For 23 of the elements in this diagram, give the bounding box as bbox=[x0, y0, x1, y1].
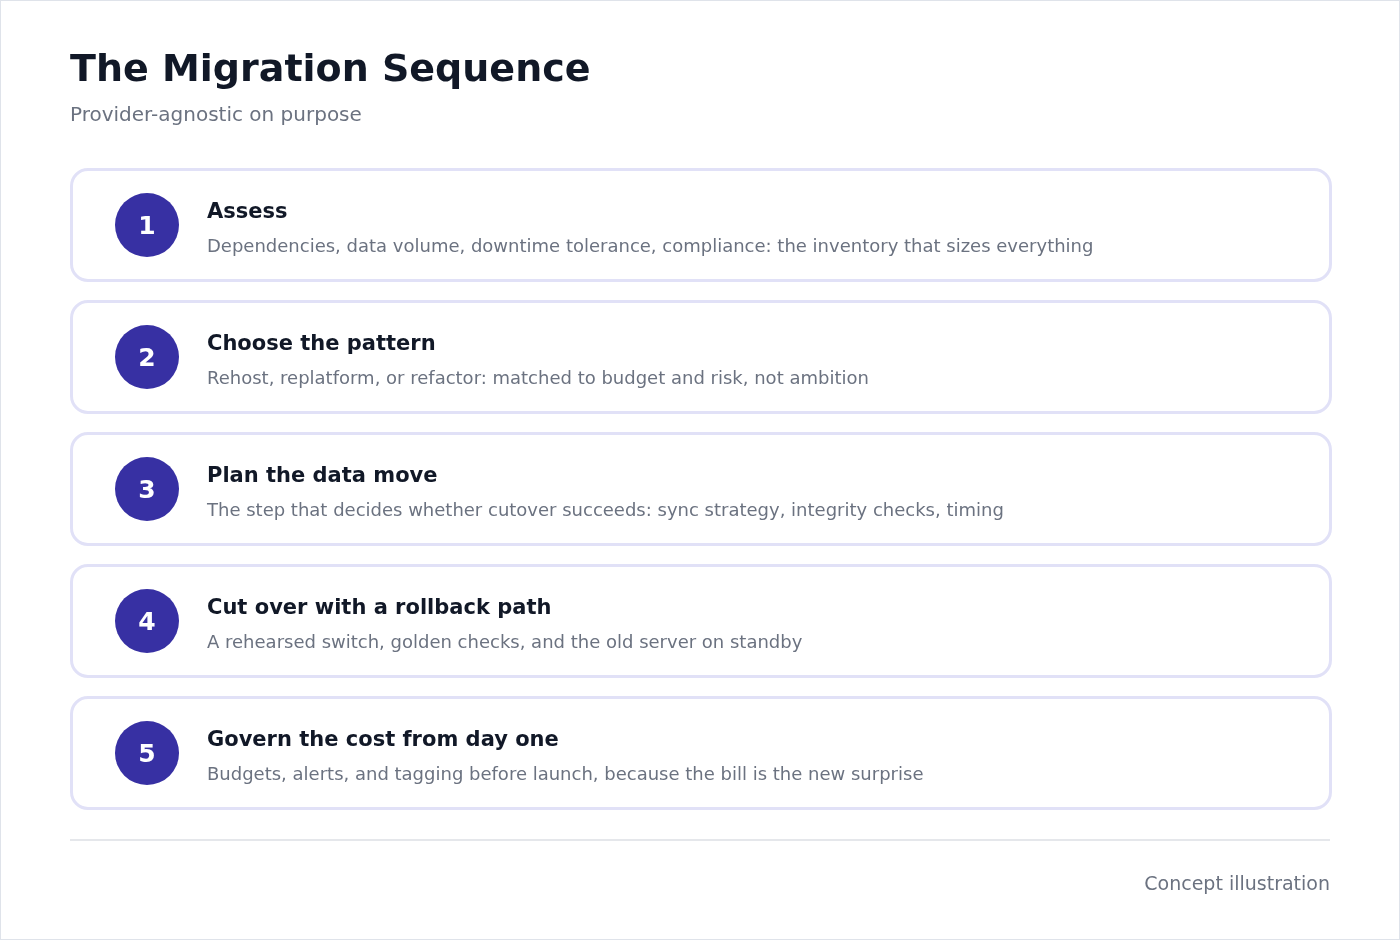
step-title: Choose the pattern bbox=[207, 331, 436, 355]
step-description: Budgets, alerts, and tagging before launch, because the bill is the new surprise bbox=[207, 763, 924, 784]
step-number-circle: 2 bbox=[115, 325, 179, 389]
step-card bbox=[70, 432, 1332, 546]
diagram-title: The Migration Sequence bbox=[70, 46, 591, 90]
step-description: Dependencies, data volume, downtime tolerance, compliance: the inventory that sizes everything bbox=[207, 235, 1094, 256]
step-description: Rehost, replatform, or refactor: matched to budget and risk, not ambition bbox=[207, 367, 869, 388]
step-card bbox=[70, 300, 1332, 414]
step-title: Cut over with a rollback path bbox=[207, 595, 552, 619]
step-number-circle: 1 bbox=[115, 193, 179, 257]
step-card bbox=[70, 168, 1332, 282]
subtitle: Provider-agnostic on purpose bbox=[70, 102, 362, 126]
step-title: Assess bbox=[207, 199, 288, 223]
step-number-circle: 3 bbox=[115, 457, 179, 521]
step-description: The step that decides whether cutover succeeds: sync strategy, integrity checks, timing bbox=[207, 499, 1004, 520]
step-number-circle: 5 bbox=[115, 721, 179, 785]
step-title: Plan the data move bbox=[207, 463, 438, 487]
step-description: A rehearsed switch, golden checks, and the old server on standby bbox=[207, 631, 803, 652]
step-number-circle: 4 bbox=[115, 589, 179, 653]
step-card bbox=[70, 564, 1332, 678]
step-card bbox=[70, 696, 1332, 810]
step-title: Govern the cost from day one bbox=[207, 727, 559, 751]
footer-note: Concept illustration bbox=[1144, 872, 1330, 894]
